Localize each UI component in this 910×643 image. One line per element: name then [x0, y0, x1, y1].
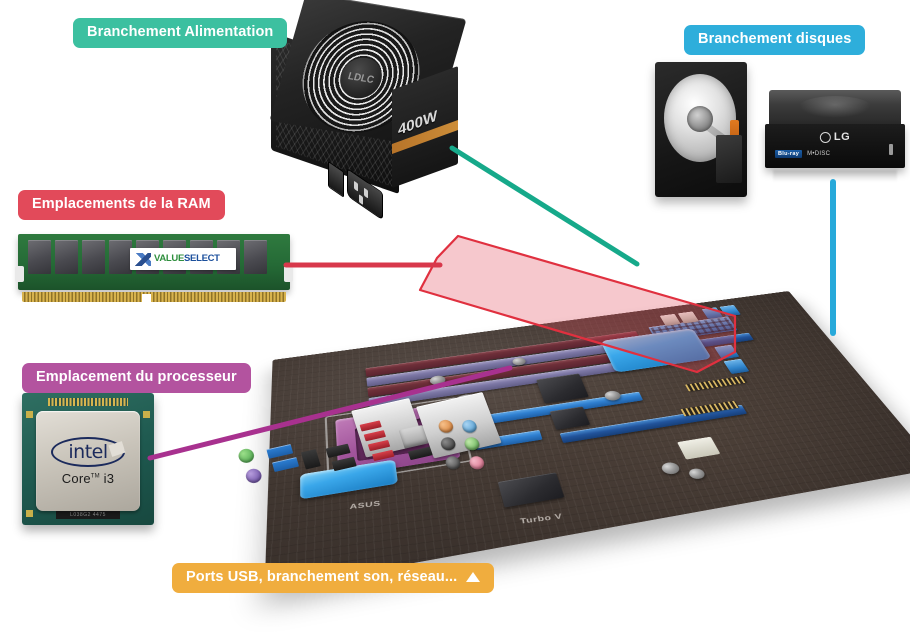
odd-front-bezel: LG Blu-ray M•DISC	[765, 124, 905, 168]
usb2-port	[331, 456, 357, 472]
power-supply-unit: LDLC 400W	[268, 0, 467, 221]
usb2-port	[325, 443, 351, 458]
ram-chip	[55, 240, 78, 274]
callout-cpu-label: Emplacement du processeur	[36, 369, 237, 385]
callout-io[interactable]: Ports USB, branchement son, réseau...	[172, 563, 495, 593]
processor: L038G2 4475 intel CoreTM i3	[22, 393, 154, 525]
ram-chip	[109, 240, 132, 274]
triangle-up-icon	[466, 572, 481, 583]
cpu-orientation-notch	[143, 411, 150, 418]
callout-power[interactable]: Branchement Alimentation	[73, 18, 288, 48]
optical-spdif-port	[300, 449, 321, 470]
cpu-model-text: CoreTM i3	[61, 470, 115, 486]
ram-chip	[28, 240, 51, 274]
cpu-heat-spreader: intel CoreTM i3	[36, 411, 140, 511]
usb2-port	[407, 446, 433, 461]
cpu-top-pads	[48, 398, 128, 406]
odd-brand-text: LG	[833, 131, 851, 143]
ram-key-notch	[142, 294, 151, 304]
memory-module: VALUESELECT	[15, 222, 293, 304]
intel-wordmark: intel	[68, 440, 108, 463]
callout-cpu[interactable]: Emplacement du processeur	[22, 363, 251, 393]
callout-ram[interactable]: Emplacements de la RAM	[18, 190, 225, 220]
callout-ram-label: Emplacements de la RAM	[32, 196, 211, 212]
ram-chip	[244, 240, 267, 274]
odd-media-badges: Blu-ray M•DISC	[775, 150, 830, 158]
optical-disc-drive: LG Blu-ray M•DISC	[765, 90, 905, 182]
cpu-orientation-notch	[26, 411, 33, 418]
cpu-orientation-notch	[26, 510, 33, 517]
lg-logo: LG	[819, 131, 851, 143]
ram-left-tab	[15, 266, 24, 282]
usb3-port	[266, 444, 294, 459]
ram-label-text: VALUESELECT	[154, 253, 220, 265]
corsair-sails-icon	[133, 252, 151, 266]
callout-io-label: Ports USB, branchement son, réseau...	[186, 569, 458, 585]
ram-chip	[82, 240, 105, 274]
odd-reflection	[773, 170, 897, 182]
ram-pcb: VALUESELECT	[15, 234, 293, 304]
hdd-controller-board	[716, 135, 742, 183]
bluray-badge: Blu-ray	[775, 150, 803, 158]
usb3-port	[272, 457, 300, 473]
ram-right-tab	[284, 266, 293, 282]
odd-mdisc-text: M•DISC	[807, 151, 831, 157]
odd-top-cover	[769, 90, 901, 128]
audio-jack-pink	[467, 454, 487, 471]
callout-disks-label: Branchement disques	[698, 31, 852, 47]
audio-jack-grey	[443, 454, 463, 471]
ps2-mouse-port	[236, 447, 256, 465]
ram-gold-contacts	[22, 292, 286, 302]
corsair-valueselect-label: VALUESELECT	[130, 248, 236, 270]
callout-disks[interactable]: Branchement disques	[684, 25, 866, 55]
odd-eject-button[interactable]	[889, 144, 893, 155]
callout-power-label: Branchement Alimentation	[87, 24, 274, 40]
hdd-spindle	[687, 106, 713, 132]
cpu-batch-code: L038G2 4475	[56, 510, 120, 519]
ps2-keyboard-port	[244, 467, 264, 485]
hard-disk-drive	[655, 62, 747, 197]
intel-logo: intel	[51, 436, 125, 467]
lg-ring-icon	[819, 131, 831, 143]
